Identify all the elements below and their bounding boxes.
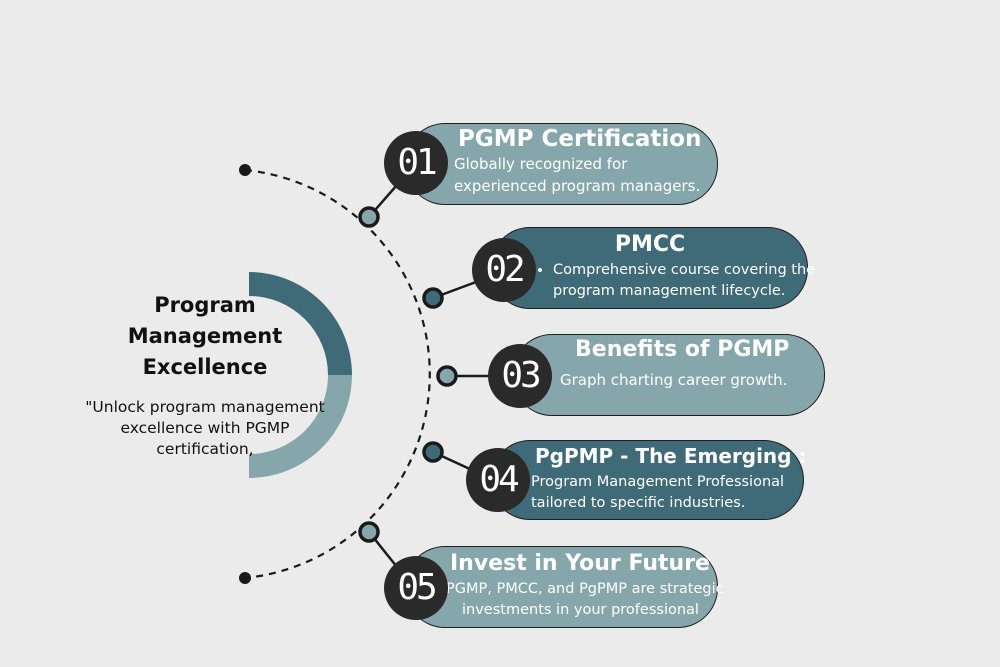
- step-text-line: Graph charting career growth.: [560, 371, 788, 389]
- step-text-line: Globally recognized for: [454, 155, 628, 173]
- step-text-line: experienced program managers.: [454, 177, 701, 195]
- center-title-line: Program: [154, 293, 256, 317]
- step-title: PMCC: [614, 232, 686, 257]
- step-badge-05: 05: [384, 556, 448, 620]
- arc-node-04: [422, 441, 444, 463]
- step-description: Comprehensive course covering the progra…: [535, 260, 815, 302]
- step-text-line: investments in your professional: [462, 602, 699, 618]
- ring-upper-segment: [249, 272, 352, 375]
- step-card-04: PgPMP - The Emerging : Program Managemen…: [490, 440, 807, 520]
- arc-end-dot-bottom: [239, 572, 251, 584]
- step-badge-04: 04: [466, 448, 530, 512]
- step-description: Graph charting career growth.: [560, 369, 787, 391]
- step-badge-02: 02: [472, 238, 536, 302]
- step-card-03: Benefits of PGMP Graph charting career g…: [512, 334, 825, 416]
- step-description: PGMP, PMCC, and PgPMP are strategic inve…: [446, 579, 724, 621]
- center-block: Program Management Excellence "Unlock pr…: [80, 290, 330, 460]
- center-title-line: Excellence: [142, 355, 268, 379]
- center-subtitle-line: "Unlock program management: [85, 398, 325, 416]
- step-title: Invest in Your Future: [450, 551, 710, 576]
- step-badge-01: 01: [384, 131, 448, 195]
- step-card-01: PGMP Certification Globally recognized f…: [405, 123, 718, 205]
- step-text-line: program management lifecycle.: [553, 283, 786, 299]
- step-card-05: Invest in Your Future PGMP, PMCC, and Pg…: [405, 546, 724, 628]
- arc-end-dot-top: [239, 164, 251, 176]
- step-title: PgPMP - The Emerging :: [535, 444, 807, 468]
- ring-lower-segment: [249, 375, 352, 478]
- center-subtitle-line: certification,: [156, 440, 254, 458]
- center-subtitle-line: excellence with PGMP: [120, 419, 290, 437]
- step-description: Program Management Professional tailored…: [531, 472, 784, 514]
- step-text-line: Comprehensive course covering the: [553, 260, 815, 281]
- step-text-line: Program Management Professional: [531, 474, 785, 490]
- arc-node-03: [436, 365, 458, 387]
- step-title: Benefits of PGMP: [575, 337, 790, 362]
- step-text-line: tailored to specific industries.: [531, 495, 746, 511]
- step-description: Globally recognized for experienced prog…: [454, 153, 700, 197]
- dashed-arc: [244, 168, 431, 580]
- arc-node-02: [422, 287, 444, 309]
- arc-node-01: [358, 206, 380, 228]
- step-badge-03: 03: [488, 344, 552, 408]
- step-text-line: PGMP, PMCC, and PgPMP are strategic: [446, 581, 724, 597]
- center-title: Program Management Excellence: [80, 290, 330, 383]
- arc-node-05: [358, 521, 380, 543]
- center-title-line: Management: [127, 324, 283, 348]
- step-title: PGMP Certification: [458, 126, 702, 152]
- step-card-02: PMCC Comprehensive course covering the p…: [490, 227, 815, 309]
- center-subtitle: "Unlock program management excellence wi…: [80, 397, 330, 460]
